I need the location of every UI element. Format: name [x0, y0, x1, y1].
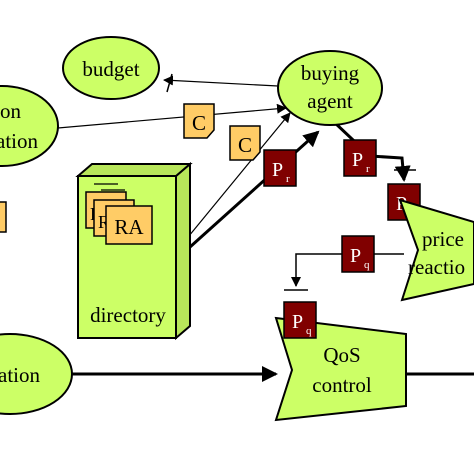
p-token-q-1-p: P — [350, 245, 361, 267]
p-token-q-1: P q — [341, 235, 375, 273]
ra-card-stack[interactable]: R R RA — [85, 183, 153, 245]
directory-side — [175, 161, 191, 341]
buying-agent-node[interactable]: buying agent — [277, 50, 383, 126]
c-token-2-label: C — [238, 133, 252, 157]
ra-card-3 — [105, 205, 153, 245]
left-bottom-label: ation — [0, 363, 40, 387]
budget-node[interactable]: budget — [62, 36, 160, 100]
edge-bar-budget — [166, 73, 173, 93]
p-token-q-2-p: P — [292, 311, 303, 333]
c-token-1-shape — [183, 103, 215, 139]
p-token-q-2: P q — [283, 301, 317, 339]
buying-agent-label-1: buying — [301, 61, 360, 85]
p-token-q-2-shape — [283, 301, 317, 339]
left-top-ellipse — [0, 85, 59, 167]
p-token-r-2: P r — [343, 139, 377, 177]
price-reaction-label-1: price — [422, 227, 464, 251]
p-token-r-1-shape — [263, 149, 297, 187]
c-token-1-label: C — [192, 111, 206, 135]
directory-node[interactable]: directory — [75, 161, 193, 341]
p-token-q-2-sub: q — [306, 325, 312, 337]
p-token-r-1-p: P — [272, 159, 283, 181]
price-reaction-shape — [398, 198, 474, 302]
buying-agent-ellipse — [277, 50, 383, 126]
qos-control-label-1: QoS — [323, 343, 360, 367]
c-token-2: C — [229, 125, 261, 161]
p-token-r-1-sub: r — [286, 173, 290, 185]
c-token-2-shape — [229, 125, 261, 161]
left-top-label-2: ation — [0, 129, 38, 153]
buying-agent-label-2: agent — [307, 89, 353, 113]
edge-lefttop-to-agent — [57, 103, 287, 129]
edge-agent-to-budget — [163, 75, 279, 87]
left-bottom-ellipse — [0, 333, 73, 415]
p-token-r-2-shape — [343, 139, 377, 177]
left-bottom-node[interactable]: ation — [0, 333, 73, 415]
qos-control-node[interactable]: QoS control — [274, 316, 407, 422]
edge-directory-thin — [183, 112, 291, 243]
directory-label: directory — [90, 303, 166, 327]
p-token-q-1-sub: q — [364, 259, 370, 271]
price-reaction-label-2: reactio — [408, 255, 465, 279]
directory-top — [75, 163, 193, 177]
p-token-r-1: P r — [263, 149, 297, 187]
price-reaction-node[interactable]: price reactio — [398, 198, 474, 302]
edge-agent-to-price — [332, 120, 411, 182]
p-token-r-2-sub: r — [366, 163, 370, 175]
budget-ellipse — [62, 36, 160, 100]
qos-control-label-2: control — [312, 373, 372, 397]
ra-card-label: RA — [114, 215, 144, 239]
left-top-label-1: on — [0, 99, 22, 123]
c-token-1: C — [183, 103, 215, 139]
left-edge-token — [0, 201, 7, 233]
p-token-r-2-p: P — [352, 149, 363, 171]
p-token-q-1-shape — [341, 235, 375, 273]
qos-control-shape — [274, 316, 407, 422]
budget-label: budget — [82, 57, 139, 81]
left-top-node[interactable]: on ation — [0, 85, 59, 167]
